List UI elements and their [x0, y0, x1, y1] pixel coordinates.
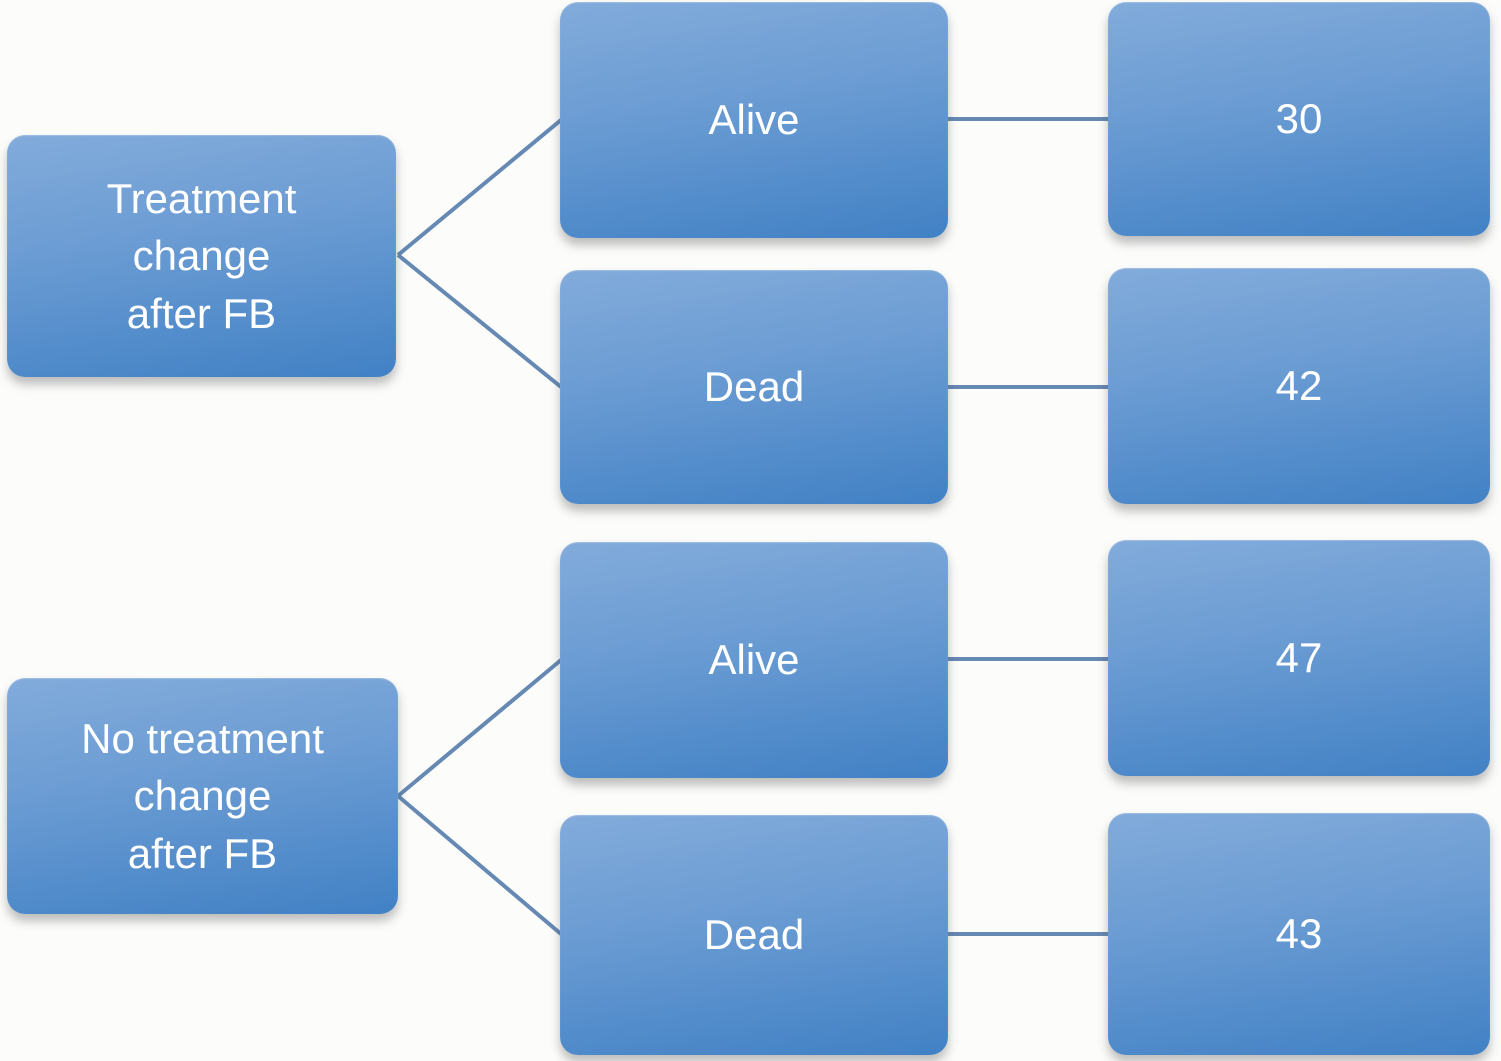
count-value: 47: [1275, 634, 1323, 682]
node-dead-no-treatment-change: Dead: [560, 815, 948, 1055]
branch-line-g1-dead: [396, 253, 563, 389]
node-no-treatment-change: No treatment change after FB: [7, 678, 398, 914]
node-label: No treatment change after FB: [81, 710, 324, 881]
label-line: after FB: [126, 289, 277, 337]
node-label: Dead: [703, 911, 805, 959]
node-alive-no-treatment-change: Alive: [560, 542, 948, 778]
node-label: Treatment change after FB: [107, 170, 297, 341]
branch-line-g1-alive: [396, 118, 563, 257]
node-count-alive-treatment-change: 30: [1108, 2, 1490, 236]
branch-line-g2-dead: [396, 794, 563, 936]
node-treatment-change: Treatment change after FB: [7, 135, 396, 377]
count-value: 30: [1275, 95, 1323, 143]
label-line: No treatment: [81, 715, 324, 763]
node-label: Alive: [708, 636, 800, 684]
node-count-dead-treatment-change: 42: [1108, 268, 1490, 504]
label-line: after FB: [127, 829, 278, 877]
node-alive-treatment-change: Alive: [560, 2, 948, 238]
branch-line-g2-alive: [396, 658, 563, 798]
node-label: Dead: [703, 363, 805, 411]
label-line: Treatment: [106, 175, 297, 223]
node-dead-treatment-change: Dead: [560, 270, 948, 504]
count-value: 42: [1275, 362, 1323, 410]
node-count-alive-no-treatment-change: 47: [1108, 540, 1490, 776]
count-value: 43: [1275, 910, 1323, 958]
node-label: Alive: [708, 96, 800, 144]
label-line: change: [133, 772, 272, 820]
label-line: change: [132, 232, 271, 280]
node-count-dead-no-treatment-change: 43: [1108, 813, 1490, 1055]
